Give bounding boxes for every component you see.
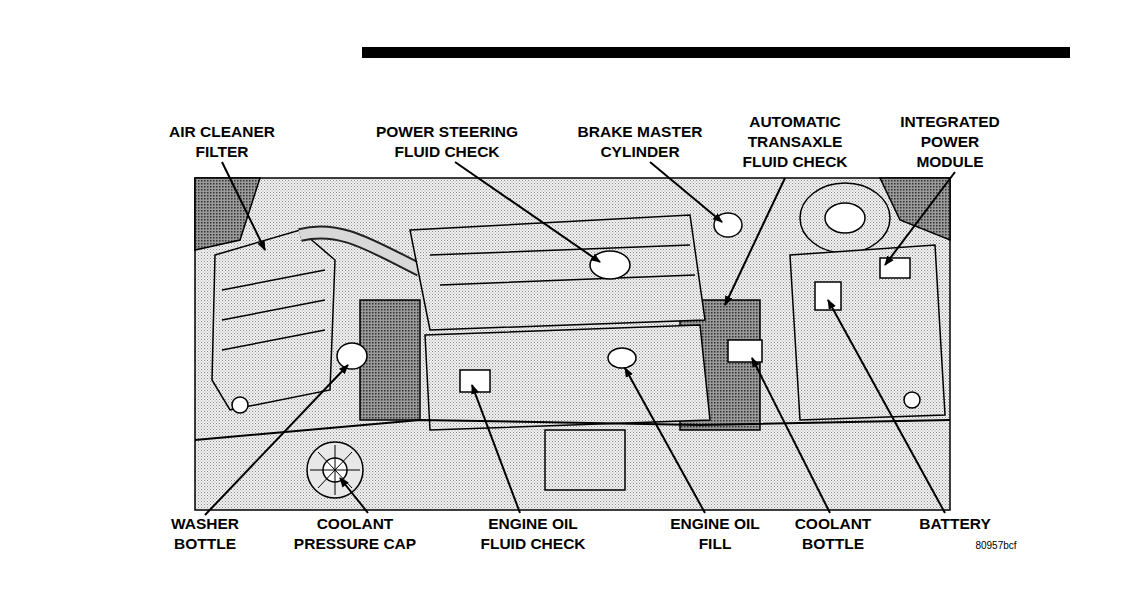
part-label: COOLANT BOTTLE: [781, 514, 886, 554]
part-label: BRAKE MASTER CYLINDER: [565, 122, 715, 162]
part-label: AUTOMATIC TRANSAXLE FLUID CHECK: [733, 112, 858, 172]
part-label: WASHER BOTTLE: [155, 514, 255, 554]
figure-code: 80957bcf: [961, 540, 1031, 552]
leader-lines: [205, 162, 955, 515]
part-label: INTEGRATED POWER MODULE: [891, 112, 1009, 172]
engine-bay: [195, 178, 950, 510]
part-label: COOLANT PRESSURE CAP: [280, 514, 430, 554]
part-label: ENGINE OIL FLUID CHECK: [466, 514, 601, 554]
header-bar: [362, 47, 1070, 58]
part-label: BATTERY: [900, 514, 1010, 534]
part-label: ENGINE OIL FILL: [658, 514, 773, 554]
part-label: POWER STEERING FLUID CHECK: [360, 122, 535, 162]
part-label: AIR CLEANER FILTER: [157, 122, 287, 162]
